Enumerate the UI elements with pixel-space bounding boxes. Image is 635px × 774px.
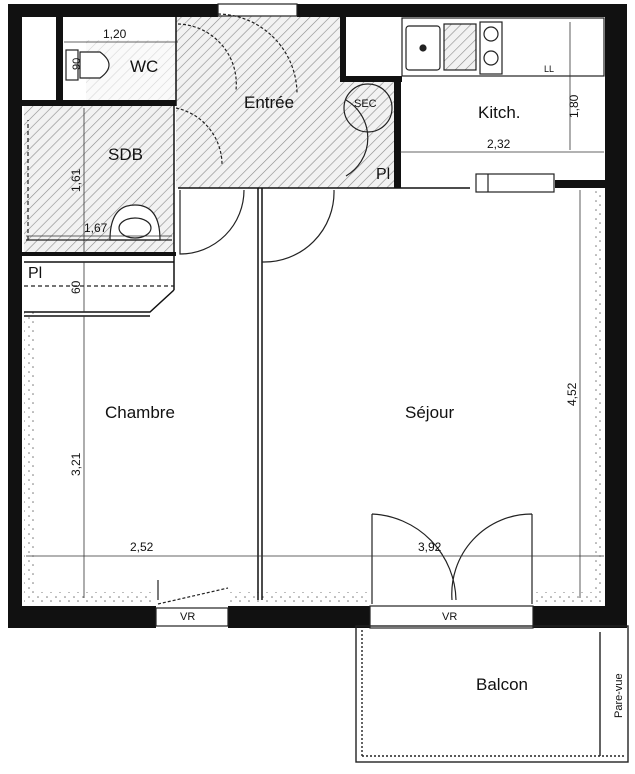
room-label-entree: Entrée xyxy=(244,93,294,112)
dim-placard-60: 60 xyxy=(69,280,83,294)
kitchen-counter-outline xyxy=(401,17,605,77)
partitions xyxy=(24,14,470,600)
drainboard-icon xyxy=(443,23,477,71)
tag-ll: LL xyxy=(544,64,554,74)
dim-bedroom-height: 3,21 xyxy=(69,452,83,476)
dim-living-height: 4,52 xyxy=(565,382,579,406)
placards xyxy=(24,120,174,287)
dim-wc-width: 1,20 xyxy=(103,27,127,41)
wall-right xyxy=(605,4,627,628)
hatched-floor-areas xyxy=(24,12,399,255)
wall-top-right xyxy=(297,4,627,17)
wall-bottom-left xyxy=(8,606,156,628)
room-label-kitchen: Kitch. xyxy=(478,103,521,122)
wall-top-left xyxy=(8,4,218,17)
tag-pl-top: Pl xyxy=(376,166,390,183)
balcony xyxy=(355,625,629,763)
room-label-wc: WC xyxy=(130,57,158,76)
tag-vr-right: VR xyxy=(442,611,457,623)
dim-kitchen-height: 1,80 xyxy=(567,94,581,118)
room-label-bathroom: SDB xyxy=(108,145,143,164)
tag-wc-90: 90 xyxy=(71,58,83,70)
tag-pl-left: Pl xyxy=(28,265,42,282)
wall-bottom-right xyxy=(533,606,627,628)
insulation-band xyxy=(24,190,604,604)
dim-sdb-height: 1,61 xyxy=(69,168,83,192)
wall-left xyxy=(8,4,22,628)
washbasin-icon xyxy=(26,204,172,241)
dim-sdb-width: 1,67 xyxy=(84,221,108,235)
kitchen-counter xyxy=(401,17,605,193)
room-label-living: Séjour xyxy=(405,403,454,422)
toilet-icon xyxy=(65,49,110,81)
dim-bedroom-width: 2,52 xyxy=(130,540,154,554)
entree-hatch xyxy=(176,12,341,188)
room-label-bedroom: Chambre xyxy=(105,403,175,422)
dim-living-width: 3,92 xyxy=(418,540,442,554)
dim-kitchen-width: 2,32 xyxy=(487,137,511,151)
tag-pare-vue: Pare-vue xyxy=(613,673,625,718)
tag-sec: SEC xyxy=(354,98,377,110)
interior-walls xyxy=(20,14,605,256)
exterior-walls xyxy=(8,4,627,628)
tag-vr-left: VR xyxy=(180,611,195,623)
dimension-lines xyxy=(26,22,604,598)
doors xyxy=(155,3,534,629)
sec-hatch xyxy=(341,80,399,188)
wall-bottom-mid xyxy=(228,606,370,628)
room-label-balcony: Balcon xyxy=(476,675,528,694)
balcony-outline xyxy=(355,625,629,763)
